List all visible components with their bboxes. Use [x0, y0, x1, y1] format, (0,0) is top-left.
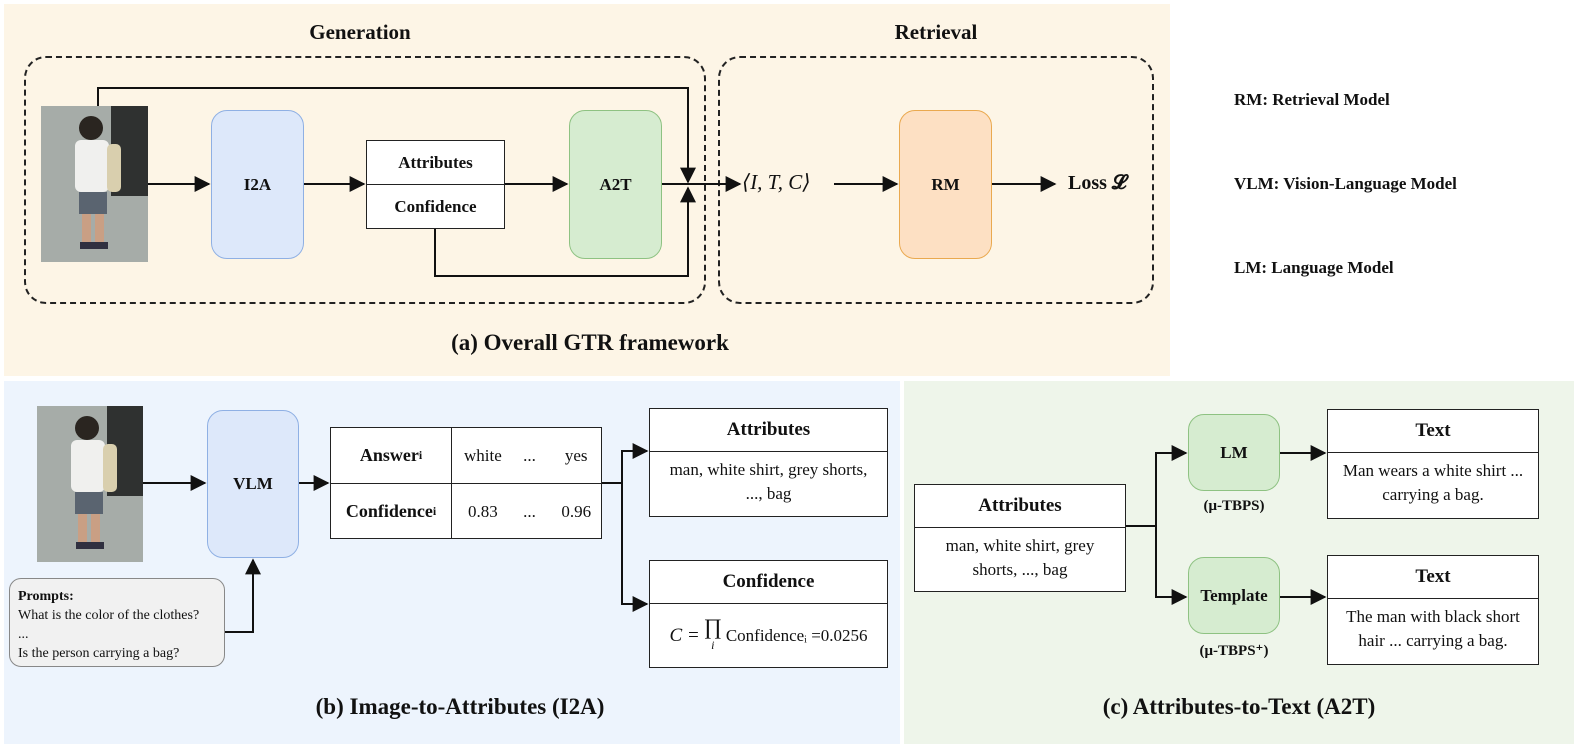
lm-box: LM: [1188, 414, 1280, 491]
product-symbol: ∏: [703, 614, 722, 639]
confidence-output-box: Confidence C = ∏ i Confidenceᵢ =0.0256: [649, 560, 888, 668]
lm-tag: (μ-TBPS): [1203, 498, 1265, 514]
confidence-output-title: Confidence: [650, 561, 887, 604]
answer-value: white: [464, 445, 502, 465]
attributes-output-text: man, white shirt, grey shorts, ..., bag: [669, 460, 868, 503]
arrow-prompts-to-vlm: [225, 558, 261, 633]
confidence-value: 0.96: [561, 501, 592, 521]
prompts-title: Prompts:: [18, 589, 74, 604]
prompt-line: What is the color of the clothes?: [18, 608, 200, 623]
person-figure-icon: [41, 106, 148, 262]
a2t-box: A2T: [569, 110, 662, 259]
loss-label: Loss 𝓛: [1068, 172, 1127, 194]
template-tag: (μ-TBPS⁺): [1199, 643, 1269, 659]
legend-vlm: VLM: Vision-Language Model: [1234, 174, 1457, 193]
product-index: i: [711, 638, 715, 652]
attributes-cell: Attributes: [367, 141, 504, 185]
vlm-box: VLM: [207, 410, 299, 558]
confidence-cell: Confidence: [394, 196, 477, 216]
generation-label: Generation: [309, 20, 411, 44]
arrow-to-attributes: [621, 443, 649, 483]
attributes-output-title: Attributes: [650, 409, 887, 452]
confidence-formula: C = ∏ i Confidenceᵢ =0.0256: [650, 604, 887, 668]
person-image-b: [37, 406, 143, 562]
i2a-box: I2A: [211, 110, 304, 259]
formula-lhs: C =: [669, 625, 700, 646]
confidence-sub: i: [432, 504, 437, 518]
confidence-label: Confidence: [345, 501, 433, 521]
answer-label: Answer: [359, 445, 419, 465]
prompts-box: Prompts: What is the color of the clothe…: [9, 578, 225, 667]
confidence-value: 0.83: [468, 501, 498, 521]
retrieval-group: [718, 56, 1154, 304]
attributes-input-box: Attributes man, white shirt, grey shorts…: [914, 484, 1126, 592]
legend-lm: LM: Language Model: [1234, 258, 1394, 277]
tuple-label: ⟨I, T, C⟩: [742, 170, 811, 194]
text-output-body-1: Man wears a white shirt ... carrying a b…: [1342, 461, 1524, 504]
attributes-input-text: man, white shirt, grey shorts, ..., bag: [945, 536, 1095, 579]
arrow-to-lm: [1155, 445, 1188, 526]
retrieval-label: Retrieval: [894, 20, 978, 44]
text-output-box-1: Text Man wears a white shirt ... carryin…: [1327, 409, 1539, 519]
arrow-confidence-bypass: [434, 186, 696, 277]
text-output-title-1: Text: [1328, 410, 1538, 453]
person-image: [41, 106, 148, 262]
prompt-line: ...: [18, 627, 29, 642]
text-output-box-2: Text The man with black short hair ... c…: [1327, 555, 1539, 665]
answer-value: yes: [564, 445, 588, 465]
attributes-input-title: Attributes: [915, 485, 1125, 528]
caption-b: (b) Image-to-Attributes (I2A): [315, 694, 605, 719]
arrow-to-template: [1155, 526, 1188, 605]
formula-product: ∏ i: [703, 614, 722, 654]
answer-value: ...: [523, 445, 536, 465]
text-output-body-2: The man with black short hair ... carryi…: [1346, 607, 1520, 650]
attributes-confidence-box: Attributes Confidence: [366, 140, 505, 229]
rm-box: RM: [899, 110, 992, 259]
caption-a: (a) Overall GTR framework: [451, 330, 729, 355]
arrow-to-confidence: [621, 483, 649, 612]
person-figure-icon: [37, 406, 143, 562]
answer-sub: i: [418, 448, 423, 462]
prompt-line: Is the person carrying a bag?: [18, 646, 180, 661]
confidence-value: ...: [523, 501, 536, 521]
template-box: Template: [1188, 557, 1280, 634]
formula-rhs: Confidenceᵢ =0.0256: [725, 626, 868, 645]
arrow-image-bypass: [97, 87, 696, 184]
generation-group: [24, 56, 706, 304]
text-output-title-2: Text: [1328, 556, 1538, 599]
attributes-output-box: Attributes man, white shirt, grey shorts…: [649, 408, 888, 517]
legend-rm: RM: Retrieval Model: [1234, 90, 1390, 109]
caption-c: (c) Attributes-to-Text (A2T): [1102, 694, 1376, 719]
